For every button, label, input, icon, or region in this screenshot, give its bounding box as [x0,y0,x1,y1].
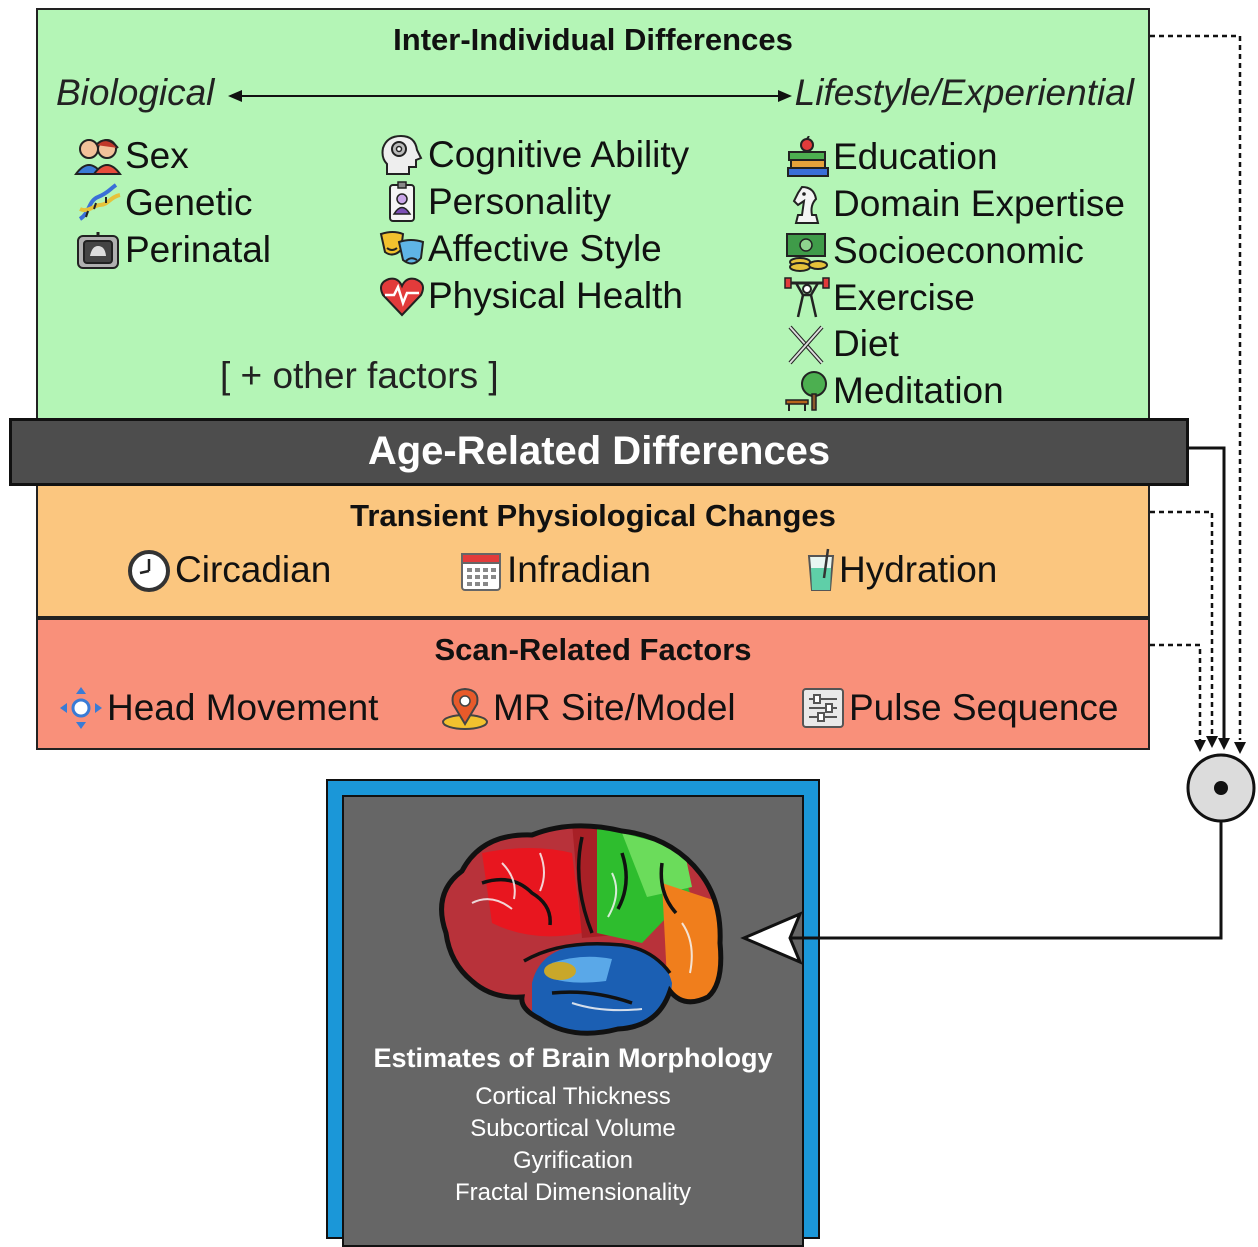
factor-personality: Personality [379,180,611,224]
inter-individual-panel: Inter-Individual Differences Biological … [36,8,1150,420]
factor-hydration: Hydration [806,548,997,592]
factor-exercise: Exercise [784,276,975,320]
scan-title: Scan-Related Factors [434,632,752,667]
map-pin-icon [442,687,488,730]
factor-affective-style-label: Affective Style [428,228,662,269]
axis-label-lifestyle: Lifestyle/Experiential [794,72,1134,113]
measure-cortical-thickness: Cortical Thickness [475,1083,671,1110]
measure-gyrification: Gyrification [512,1147,634,1174]
factor-pulse-sequence-label: Pulse Sequence [849,687,1119,728]
factor-personality-label: Personality [428,181,612,222]
factor-head-movement-label: Head Movement [107,687,379,728]
factor-domain-expertise: Domain Expertise [784,182,1125,226]
factor-socioeconomic-label: Socioeconomic [833,230,1084,271]
factor-perinatal: Perinatal [74,228,271,272]
axis-label-biological: Biological [56,72,215,113]
factor-cognitive-ability-label: Cognitive Ability [428,134,690,175]
brain-morphology-title: Estimates of Brain Morphology [373,1043,773,1073]
dna-icon [78,183,121,221]
factor-diet: Diet [784,322,899,366]
factor-genetic: Genetic [74,181,253,225]
inter-individual-title: Inter-Individual Differences [393,22,793,57]
factor-mr-site-model: MR Site/Model [440,686,736,730]
water-glass-icon [807,548,835,591]
factor-genetic-label: Genetic [125,182,253,223]
factor-circadian-label: Circadian [175,549,332,590]
factor-mr-site-model-label: MR Site/Model [493,687,736,728]
factor-hydration-label: Hydration [839,549,998,590]
id-badge-icon [389,181,415,222]
factor-domain-expertise-label: Domain Expertise [833,183,1126,224]
factor-physical-health: Physical Health [379,274,683,318]
factor-head-movement: Head Movement [58,686,378,730]
theater-masks-icon [379,231,425,265]
brain-morphology-inner: Estimates of Brain Morphology Cortical T… [342,795,804,1247]
factor-meditation-label: Meditation [833,370,1004,411]
factor-education: Education [784,135,998,179]
factor-socioeconomic: Socioeconomic [784,229,1084,273]
factor-pulse-sequence: Pulse Sequence [800,686,1118,730]
factor-meditation: Meditation [784,369,1004,413]
factor-exercise-label: Exercise [833,277,975,318]
age-related-bar: Age-Related Differences [9,418,1189,486]
chess-knight-icon [792,185,820,224]
measure-subcortical-volume: Subcortical Volume [470,1115,676,1142]
sliders-icon [802,688,844,728]
factor-sex-label: Sex [125,135,189,176]
factor-cognitive-ability: Cognitive Ability [379,133,689,177]
summation-node [1186,753,1256,823]
factor-infradian: Infradian [458,548,651,592]
measure-fractal-dimensionality: Fractal Dimensionality [454,1179,692,1206]
factor-perinatal-label: Perinatal [125,229,272,270]
factor-physical-health-label: Physical Health [428,275,684,316]
factor-diet-label: Diet [833,323,899,364]
biological-lifestyle-arrow [228,90,792,102]
factor-infradian-label: Infradian [507,549,651,590]
transient-title: Transient Physiological Changes [350,498,836,533]
heart-pulse-icon [380,277,424,317]
clock-icon [128,550,170,592]
move-arrows-icon [60,687,102,729]
ultrasound-icon [77,232,119,269]
calendar-icon [461,553,501,591]
factor-education-label: Education [833,136,998,177]
transient-panel: Transient Physiological Changes Circadia… [36,486,1150,618]
age-related-title: Age-Related Differences [367,429,831,473]
weightlifter-icon [784,277,830,318]
brain-image [439,823,724,1036]
factor-affective-style: Affective Style [379,227,662,271]
head-gear-icon [381,134,423,175]
factor-sex: Sex [74,134,189,178]
people-icon [74,139,122,175]
money-icon [786,233,828,272]
other-factors-note: [ + other factors ] [220,355,499,396]
factor-circadian: Circadian [126,548,331,592]
books-apple-icon [787,136,829,177]
scan-panel: Scan-Related Factors Head Movement MR Si… [36,618,1150,750]
tree-bench-icon [785,371,827,411]
fork-knife-icon [788,325,824,365]
